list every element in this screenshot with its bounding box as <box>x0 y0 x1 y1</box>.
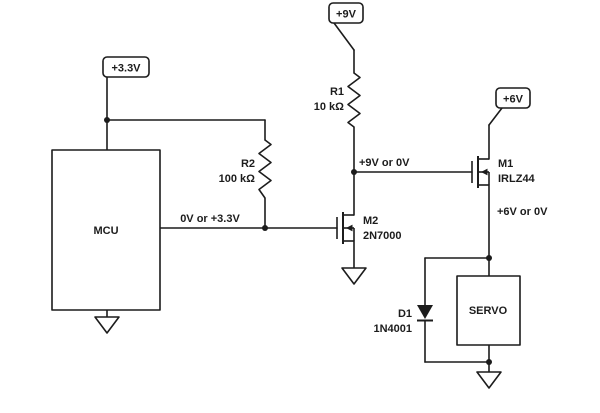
flag-label: +9V <box>336 9 357 21</box>
nmos-arrow <box>481 168 488 176</box>
diode-part: 1N4001 <box>373 323 412 335</box>
wire <box>333 22 355 51</box>
junction-dot <box>486 255 492 261</box>
net-labels: 0V or +3.3V +9V or 0V +6V or 0V <box>180 157 548 225</box>
ground-triangle <box>94 316 120 334</box>
resistor-r2: R2 100 kΩ <box>219 139 272 199</box>
servo-outline <box>456 275 521 346</box>
junction-dot <box>486 359 492 365</box>
power-flag-3v3: +3.3V <box>102 56 150 78</box>
resistor-zigzag <box>258 139 272 199</box>
junction-dot <box>104 117 110 123</box>
flag-outline <box>102 56 150 78</box>
mcu-block: MCU <box>51 149 161 311</box>
ground-triangle <box>476 371 502 389</box>
mosfet-m1: M1 IRLZ44 <box>471 156 536 188</box>
flag-outline <box>328 2 364 24</box>
resistor-name: R2 <box>241 158 255 170</box>
junction-dot <box>351 169 357 175</box>
resistor-r1: R1 10 kΩ <box>314 72 361 128</box>
flag-outline <box>495 87 531 109</box>
servo-label: SERVO <box>469 305 508 317</box>
mosfet-name: M2 <box>363 215 378 227</box>
mcu-label: MCU <box>93 225 118 237</box>
net-label-m2-drain: +9V or 0V <box>359 157 410 169</box>
wires <box>106 22 503 373</box>
mosfet-part: 2N7000 <box>363 230 402 242</box>
diode-triangle <box>417 305 433 319</box>
diode-name: D1 <box>398 308 412 320</box>
power-flag-6v: +6V <box>495 87 531 109</box>
flag-label: +6V <box>503 94 524 106</box>
flag-label: +3.3V <box>111 63 141 75</box>
net-label-m1-source: +6V or 0V <box>497 206 548 218</box>
ground-triangle <box>341 267 367 285</box>
mosfet-part: IRLZ44 <box>498 173 536 185</box>
resistor-value: 10 kΩ <box>314 101 344 113</box>
diode-d1: D1 1N4001 <box>373 305 433 335</box>
resistor-value: 100 kΩ <box>219 173 256 185</box>
mosfet-name: M1 <box>498 158 513 170</box>
resistor-name: R1 <box>330 86 344 98</box>
servo-block: SERVO <box>456 275 521 346</box>
ground-symbol-mcu <box>94 316 120 334</box>
mcu-outline <box>51 149 161 311</box>
junction-dots <box>104 117 492 365</box>
junction-dot <box>262 225 268 231</box>
power-flag-9v: +9V <box>328 2 364 24</box>
nmos-arrow <box>346 224 353 232</box>
wire <box>488 107 503 126</box>
ground-symbol-m2 <box>341 267 367 285</box>
mosfet-m2: M2 2N7000 <box>336 212 402 244</box>
resistor-zigzag <box>347 72 361 128</box>
ground-symbol-servo <box>476 371 502 389</box>
net-label-mcu-out: 0V or +3.3V <box>180 213 240 225</box>
